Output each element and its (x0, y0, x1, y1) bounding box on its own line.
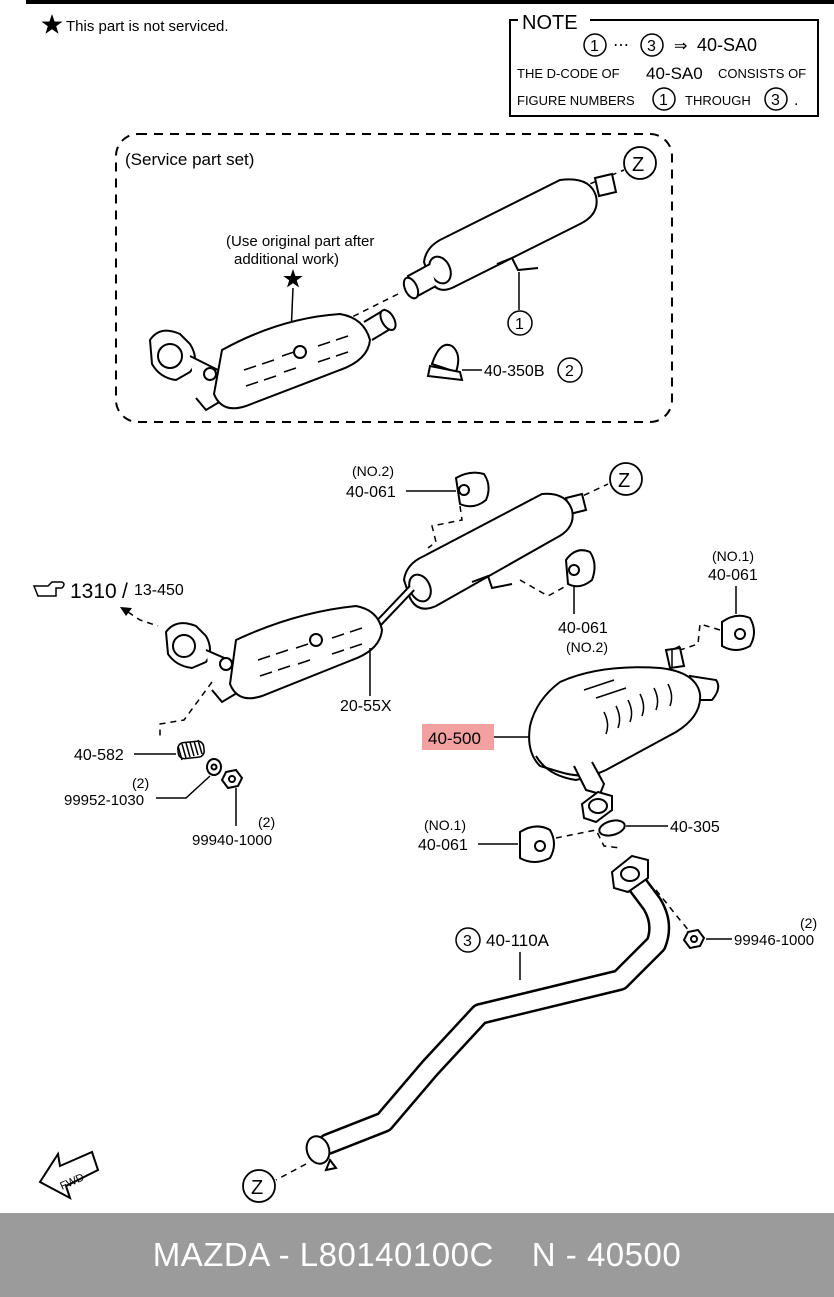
gasket-code: 40-305 (670, 819, 720, 836)
star-icon (41, 14, 63, 34)
spring-drawing (177, 739, 205, 761)
note-circle-3b: 3 (771, 92, 780, 109)
z-bottom: Z (251, 1177, 263, 1199)
star-icon (283, 269, 303, 288)
no2-mid: (NO.2) (566, 639, 608, 655)
clamp-drawing (426, 343, 464, 382)
note-title: NOTE (522, 12, 578, 34)
ref-1310: 1310 (70, 580, 117, 603)
catalytic-converter-main-drawing (164, 604, 384, 704)
note-line2-a: THE D-CODE OF (517, 66, 620, 81)
muffler-ribs (583, 679, 673, 735)
pipe-flange-drawing (305, 854, 649, 1172)
flange-drawing (580, 790, 613, 824)
z-top: Z (618, 470, 630, 492)
footer-bar: MAZDA - L80140100C N - 40500 (0, 1213, 834, 1297)
service-note-line2: additional work) (234, 251, 339, 268)
footer-code: N - 40500 (531, 1236, 682, 1273)
front-pipe-drawing (317, 861, 671, 1155)
note-box: NOTE 1 ⋯ 3 ⇒ 40-SA0 THE D-CODE OF 40-SA0… (509, 12, 819, 117)
hanger-right-drawing (721, 614, 755, 651)
nut2-qty: (2) (800, 915, 817, 931)
legend: This part is not serviced. (41, 14, 229, 35)
note-circle-1b: 1 (659, 92, 668, 109)
no2-top: (NO.2) (352, 463, 394, 479)
muffler-code: 40-500 (428, 729, 481, 748)
nut-qty: (2) (258, 814, 275, 830)
pipe-code: 40-110A (486, 931, 550, 950)
nut-code: 99940-1000 (192, 832, 272, 849)
washer-drawing (206, 758, 222, 776)
pre-silencer-main-drawing (402, 492, 588, 610)
z-mark: Z (632, 154, 644, 176)
main-assembly: (NO.2) 40-061 Z 40-061 (NO.2) (32, 462, 817, 1203)
catalytic-converter-drawing (148, 308, 397, 412)
pipe-num: 3 (463, 933, 472, 950)
callout-1: 1 (515, 316, 524, 333)
hanger-mid-drawing (564, 549, 596, 588)
main-muffler-drawing (528, 646, 720, 796)
washer-qty: (2) (132, 775, 149, 791)
note-line3-a: FIGURE NUMBERS (517, 93, 635, 108)
hanger-right-code: 40-061 (708, 567, 758, 584)
no1-right: (NO.1) (712, 548, 754, 564)
nut2-code: 99946-1000 (734, 932, 814, 949)
note-dots: ⋯ (613, 37, 629, 54)
hanger-top-code: 40-061 (346, 484, 396, 501)
legend-text: This part is not serviced. (66, 18, 229, 35)
hanger-mid-code: 40-061 (558, 620, 608, 637)
note-arrow: ⇒ (674, 38, 687, 55)
hand-pointer-icon (32, 581, 65, 597)
cat-code: 20-55X (340, 698, 392, 715)
spring-code: 40-582 (74, 747, 124, 764)
washer-code: 99952-1030 (64, 792, 144, 809)
pre-silencer-drawing (402, 172, 618, 310)
hanger-top-drawing (454, 471, 490, 508)
hanger-lower-drawing (519, 825, 555, 863)
ref-13-450: 13-450 (134, 582, 184, 599)
clamp-code: 40-350B (484, 363, 545, 380)
no1-lower: (NO.1) (424, 817, 466, 833)
note-code-1: 40-SA0 (697, 35, 757, 55)
note-dot: . (794, 92, 798, 109)
note-line2-b: CONSISTS OF (718, 66, 806, 81)
ref-slash: / (122, 580, 128, 603)
note-line3-b: THROUGH (685, 93, 751, 108)
note-circle-3: 3 (647, 38, 656, 55)
gasket-drawing (598, 819, 626, 837)
service-note-line1: (Use original part after (226, 233, 374, 250)
catalyst-ribs (243, 335, 349, 387)
service-box-title: (Service part set) (125, 150, 254, 169)
service-part-set: (Service part set) (Use original part af… (115, 133, 673, 423)
clamp-num: 2 (565, 363, 574, 380)
highlight-box (422, 724, 494, 750)
hanger-lower-code: 40-061 (418, 837, 468, 854)
nut2-drawing (682, 928, 706, 950)
note-code-2: 40-SA0 (646, 64, 703, 83)
note-circle-1: 1 (590, 38, 599, 55)
catalyst-main-ribs (257, 627, 363, 677)
footer-part-number: MAZDA - L80140100C (152, 1236, 494, 1273)
top-border-line (26, 0, 834, 4)
nut-drawing (220, 768, 244, 790)
fwd-arrow-icon (38, 1150, 100, 1201)
